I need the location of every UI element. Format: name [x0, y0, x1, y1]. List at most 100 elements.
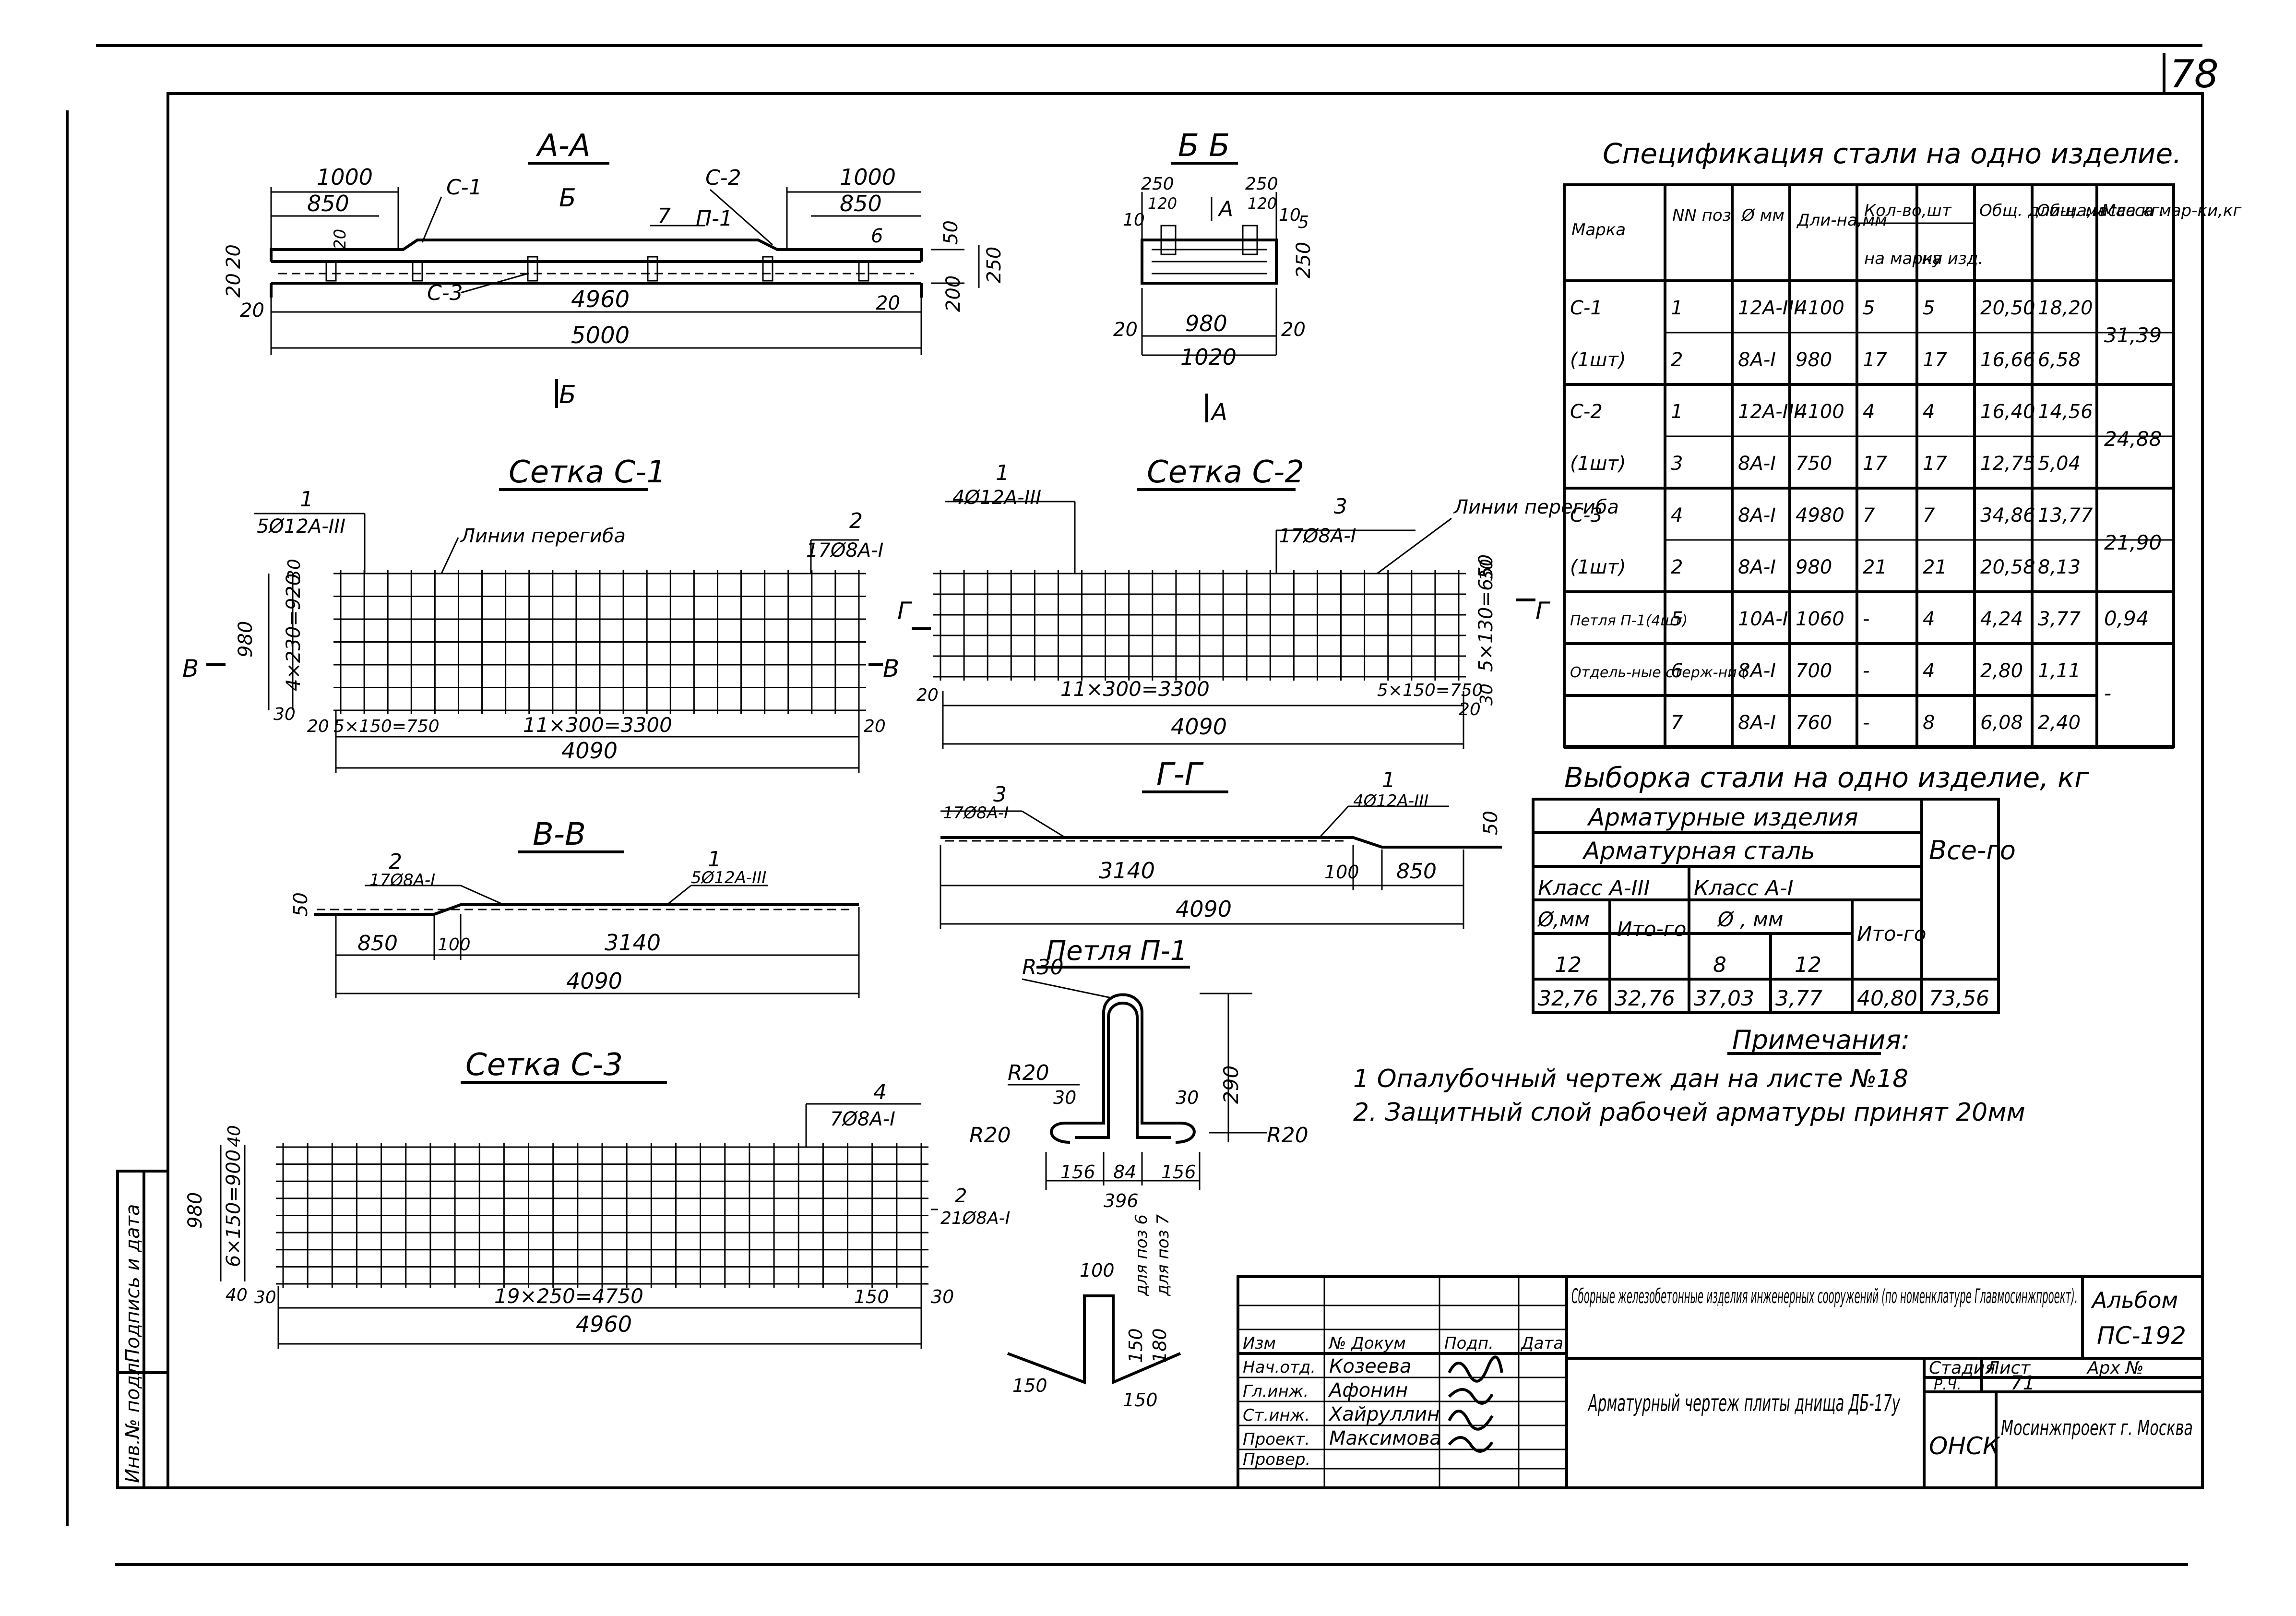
bar-note-pos7: для поз 7	[1154, 1214, 1173, 1296]
spec-row-5-tl: 20,58	[1980, 556, 2035, 578]
selection-table: Выборка стали на одно изделие, кг Армату…	[1532, 761, 2089, 1014]
spec-row-2-tm: 14,56	[2038, 401, 2093, 423]
spec-row-7-len: 700	[1796, 660, 1832, 682]
aa-dim-200: 200	[942, 275, 964, 312]
loop-dim-290: 290	[1219, 1065, 1243, 1104]
mesh-c1-title: Сетка С-1	[509, 455, 666, 490]
spec-header-1: NN поз	[1672, 206, 1731, 225]
c3-callout-4: 4	[873, 1080, 887, 1104]
spec-header-4: Кол-во,шт	[1864, 201, 1952, 220]
spec-row-7-tm: 1,11	[2038, 660, 2081, 682]
c2-dim-20-right: 20	[1459, 700, 1481, 719]
tb-sheet-h: Лист	[1986, 1358, 2031, 1378]
loop-dim-156-a: 156	[1060, 1161, 1095, 1183]
aa-dim-20-b: 20	[876, 292, 900, 314]
c1-dim-30-bottom: 30	[274, 705, 296, 724]
c1-dim-5x150: 5×150=750	[333, 717, 440, 736]
selection-itogo1: Ито-го	[1617, 917, 1687, 941]
spec-row-6-pos: 5	[1671, 608, 1683, 630]
notes: Примечания: 1 Опалубочный чертеж дан на …	[1353, 1025, 2025, 1127]
c2-callout-1-spec: 4Ø12А-III	[952, 487, 1041, 509]
spec-mass-total-3: 0,94	[2104, 607, 2149, 630]
mesh-c2: Сетка С-2 1 4Ø12А-III 3 17Ø8А-I Линии пе…	[897, 455, 1619, 749]
mesh-c3: Сетка С-3 4 7Ø8А-I 2 21Ø8А-I 40 980 6×15…	[184, 1047, 1010, 1349]
tb-stage: Р.Ч.	[1934, 1377, 1962, 1393]
vv-dim-50: 50	[290, 892, 312, 917]
c1-bend-lines-note: Линии перегиба	[460, 525, 626, 547]
gg-dim-3140: 3140	[1099, 858, 1155, 884]
tb-role-5: Провер.	[1243, 1450, 1310, 1469]
aa-label-c3: С-3	[427, 281, 463, 305]
bb-dim-5: 5	[1298, 213, 1309, 232]
tb-signature-3	[1448, 1410, 1494, 1431]
spec-row-0-tl: 20,50	[1980, 297, 2035, 319]
aa-cut-b-bottom: Б	[559, 381, 576, 409]
c3-dim-6x150: 6×150=900	[223, 1149, 245, 1267]
selection-class2: Класс А-I	[1694, 876, 1794, 900]
spec-header-2: Ø мм	[1741, 206, 1784, 225]
selection-val-5: 40,80	[1857, 986, 1917, 1011]
aa-dim-850-right: 850	[840, 191, 882, 216]
tb-signature-4	[1448, 1436, 1494, 1453]
spec-header-5: на марку	[1864, 249, 1942, 268]
bb-dim-980: 980	[1185, 311, 1227, 336]
spec-row-5-dia: 8А-I	[1738, 556, 1776, 578]
title-block: Сборные железобетонные изделия инженерны…	[1237, 1275, 2204, 1489]
spec-mass-total-0: 31,39	[2104, 323, 2162, 347]
c3-callout-2: 2	[955, 1185, 967, 1207]
selection-dia-h2: Ø , мм	[1717, 908, 1783, 931]
tb-arch-h: Арх №	[2086, 1358, 2144, 1378]
spec-row-4-pos: 4	[1671, 504, 1683, 527]
aa-dim-4960: 4960	[571, 286, 630, 313]
spec-row-7-q2: 4	[1923, 660, 1935, 682]
spec-row-0-tm: 18,20	[2038, 297, 2093, 319]
spec-row-1-pos: 2	[1671, 349, 1683, 371]
section-vv-title: В-В	[533, 817, 586, 852]
c1-cut-v-right: В	[883, 655, 899, 682]
selection-val-2: 32,76	[1615, 986, 1675, 1011]
bar-dim-150-b: 150	[1123, 1389, 1158, 1411]
c1-dim-4x230: 4×230=920	[283, 574, 305, 691]
loop-dim-r20-a: R20	[1008, 1061, 1049, 1085]
spec-row-3-tm: 5,04	[2038, 453, 2081, 475]
mesh-c3-grid	[276, 1143, 928, 1288]
tb-role-1: Нач.отд.	[1243, 1358, 1316, 1377]
spec-row-5-len: 980	[1796, 556, 1832, 578]
selection-val-4: 3,77	[1775, 986, 1822, 1011]
aa-dim-1000-left: 1000	[317, 164, 373, 190]
spec-row-2-q1: 4	[1863, 401, 1875, 423]
spec-row-2-q2: 4	[1923, 401, 1935, 423]
c3-dim-30-right: 30	[931, 1286, 954, 1307]
spec-mass-total-2: 21,90	[2104, 531, 2162, 554]
mesh-c1-grid	[333, 570, 866, 714]
spec-row-3-pos: 3	[1671, 453, 1683, 475]
selection-itogo2: Ито-го	[1857, 922, 1927, 946]
bb-cut-a-bottom: А	[1210, 399, 1227, 426]
c1-dim-4090: 4090	[561, 738, 618, 764]
spec-row-8-tm: 2,40	[2038, 712, 2081, 734]
spec-row-5-q2: 21	[1923, 556, 1947, 578]
bar-note-pos6: для поз 6	[1132, 1214, 1151, 1296]
spec-row-5-mark: (1шт)	[1570, 556, 1626, 578]
tb-dept: ОНСК	[1929, 1432, 2001, 1460]
spec-row-0-q2: 5	[1923, 297, 1935, 319]
tb-role-0: Изм	[1243, 1334, 1276, 1353]
loop-dim-84: 84	[1113, 1161, 1136, 1183]
spec-row-8-tl: 6,08	[1980, 712, 2023, 734]
mesh-c3-title: Сетка С-3	[465, 1047, 623, 1083]
bar-dim-100: 100	[1080, 1260, 1115, 1281]
spec-row-1-tm: 6,58	[2038, 349, 2081, 371]
selection-dia-h: Ø,мм	[1537, 908, 1590, 931]
spec-title: Спецификация стали на одно изделие.	[1603, 137, 2182, 170]
vv-dim-100: 100	[438, 935, 471, 955]
spec-row-1-q1: 17	[1863, 349, 1887, 371]
spec-row-3-q2: 17	[1923, 453, 1947, 475]
tb-name-1: Афонин	[1328, 1379, 1408, 1401]
c1-dim-11x300: 11×300=3300	[523, 713, 672, 737]
tb-name-2: Хайруллин	[1328, 1403, 1439, 1425]
tb-signature-2	[1448, 1388, 1494, 1405]
c1-callout-2: 2	[849, 509, 863, 533]
spec-header-7: Общ. дли-на,м	[1979, 201, 2105, 220]
spec-row-6-tl: 4,24	[1980, 608, 2023, 630]
tb-sheet: 71	[2010, 1372, 2035, 1394]
